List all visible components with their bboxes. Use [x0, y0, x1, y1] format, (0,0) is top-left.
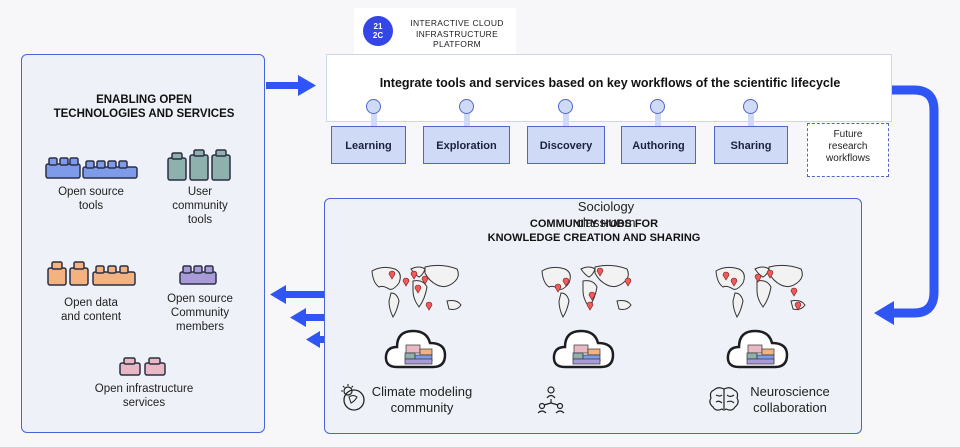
arrows-left-icon [270, 285, 324, 348]
panel-title: ENABLING OPEN TECHNOLOGIES AND SERVICES [22, 93, 266, 121]
cloud-icon [726, 329, 789, 369]
workflow-tab-exploration: Exploration [423, 126, 510, 164]
hub-label-line: Neuroscience [750, 384, 830, 399]
legend-label: Open source tools [32, 185, 150, 213]
legend-label-line: members [176, 321, 224, 333]
puzzle-knob [743, 99, 758, 114]
panel-title-line1: ENABLING OPEN [96, 94, 192, 106]
integration-banner: Integrate tools and services based on ke… [326, 54, 892, 122]
puzzle-connector [748, 110, 754, 130]
legend-label-line: Open source [58, 186, 124, 198]
people-network-icon [537, 386, 565, 414]
future-line: workflows [826, 153, 870, 164]
legend-label-line: tools [187, 214, 213, 226]
user-community-tools-bricks-icon [167, 149, 231, 181]
hub-label-line: Climate modeling [371, 384, 473, 399]
legend-label-line: Open data [64, 297, 118, 309]
puzzle-connector [464, 110, 470, 130]
future-workflows-tab: Future research workflows [807, 123, 889, 177]
puzzle-connector [563, 110, 569, 130]
community-members-bricks-icon [179, 265, 217, 285]
hub-label: Climate modeling community [367, 384, 477, 416]
arrow-right-icon [266, 75, 316, 96]
puzzle-connector [371, 110, 377, 130]
cloud-icon [552, 329, 615, 369]
open-data-bricks-icon [47, 261, 136, 286]
legend-label-line: Open infrastructure [94, 383, 194, 395]
future-line: research [828, 141, 868, 152]
hub-label-line: community [390, 400, 454, 415]
legend-label-line: Open source [167, 293, 233, 305]
hub-label-line: collaboration [753, 400, 827, 415]
integration-title: Integrate tools and services based on ke… [379, 76, 841, 90]
puzzle-knob [558, 99, 573, 114]
puzzle-knob [650, 99, 665, 114]
hub-label-line: classroom [576, 215, 636, 230]
future-line: Future [833, 129, 863, 140]
world-map-icon [371, 264, 462, 318]
infrastructure-bricks-icon [119, 357, 166, 376]
world-map-icon [541, 264, 632, 318]
legend-label: Open data and content [32, 296, 150, 324]
cloud-icon [384, 329, 447, 369]
hub-label-line: Sociology [577, 199, 635, 214]
legend-label: Open infrastructure services [62, 382, 226, 410]
legend-label-line: community [172, 200, 228, 212]
workflow-tab-sharing: Sharing [714, 126, 788, 164]
puzzle-connector [655, 110, 661, 130]
hubs-title: COMMUNITY HUBS FOR KNOWLEDGE CREATION AN… [325, 217, 863, 245]
panel-title-line2: TECHNOLOGIES AND SERVICES [53, 108, 235, 120]
workflow-tab-learning: Learning [331, 126, 406, 164]
legend-label-line: User [187, 186, 213, 198]
logo-text: INTERACTIVE CLOUD INFRASTRUCTURE PLATFOR… [410, 18, 504, 49]
puzzle-knob [366, 99, 381, 114]
workflow-tab-authoring: Authoring [621, 126, 696, 164]
curved-arrow-icon [874, 85, 939, 325]
climate-icon [341, 384, 365, 411]
community-hubs-panel: COMMUNITY HUBS FOR KNOWLEDGE CREATION AN… [324, 198, 862, 434]
brain-icon [709, 387, 739, 411]
enabling-technologies-panel: ENABLING OPEN TECHNOLOGIES AND SERVICES … [21, 54, 265, 433]
legend-label-line: tools [78, 200, 104, 212]
open-source-tools-bricks-icon [45, 157, 138, 179]
legend-label-line: Community [170, 307, 230, 319]
workflow-tab-discovery: Discovery [527, 126, 605, 164]
legend-label-line: services [122, 397, 166, 409]
hub-label: Neuroscience collaboration [735, 384, 845, 416]
world-map-icon [715, 264, 806, 318]
hub-label: Sociology classroom [551, 199, 661, 231]
hubs-title-line2: KNOWLEDGE CREATION AND SHARING [487, 232, 701, 244]
legend-label: Open source Community members [150, 292, 250, 334]
legend-label: User community tools [150, 185, 250, 227]
hubs-title-line1: COMMUNITY HUBS FOR [529, 218, 659, 230]
legend-label-line: and content [60, 311, 122, 323]
puzzle-knob [459, 99, 474, 114]
